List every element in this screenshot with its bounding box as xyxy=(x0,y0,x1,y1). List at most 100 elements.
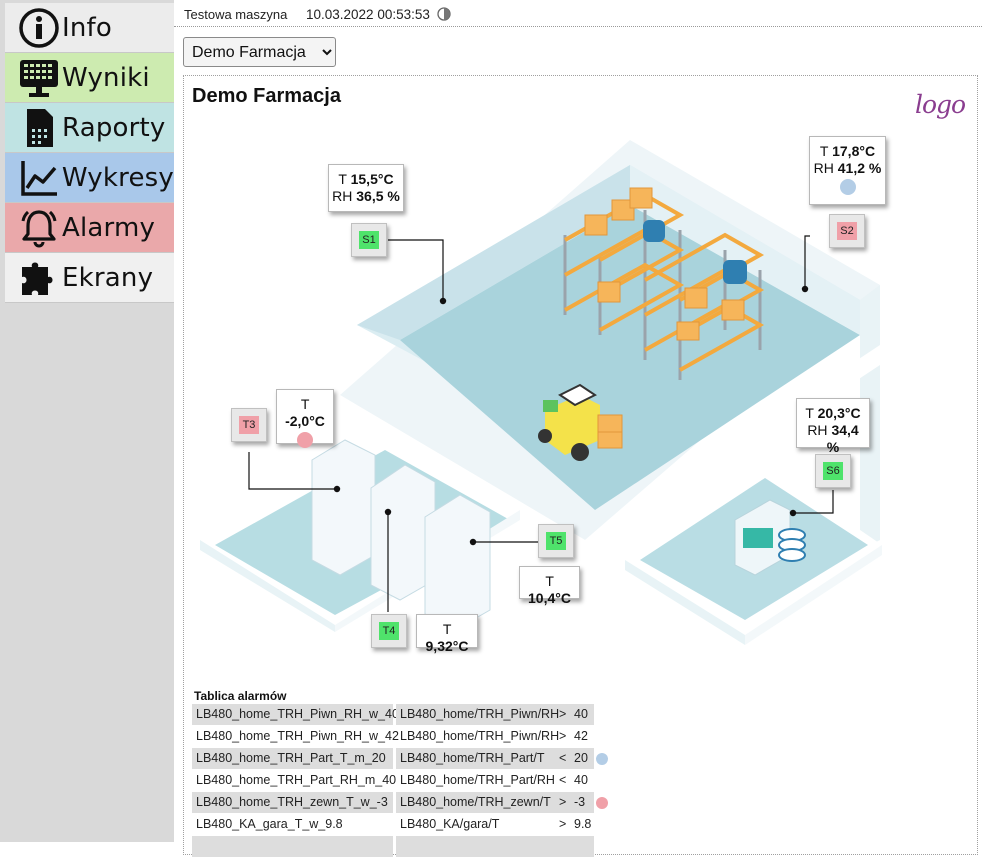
alarm-operator: > xyxy=(559,795,567,809)
temp-label: T xyxy=(805,405,814,421)
alarm-name: LB480_home_TRH_zewn_T_w_-3 xyxy=(192,792,393,813)
sensor-s1-tag[interactable]: S1 xyxy=(351,223,387,257)
alarm-name xyxy=(192,836,393,857)
sensor-s6-temp: 20,3°C xyxy=(817,405,861,421)
rh-label: RH xyxy=(813,160,834,176)
alarm-source xyxy=(396,836,594,857)
status-indicator-dot xyxy=(297,432,313,448)
alarm-indicator-dot xyxy=(596,731,608,743)
puzzle-icon xyxy=(17,256,61,300)
alarm-operator: > xyxy=(559,729,567,743)
sidebar: Info Wyniki xyxy=(0,0,174,842)
alarm-threshold: 42 xyxy=(574,729,588,743)
alarm-source: LB480_home/TRH_Piwn/RH xyxy=(400,729,560,743)
alarm-source: LB480_home/TRH_zewn/T xyxy=(396,792,594,813)
sidebar-item-raporty[interactable]: Raporty xyxy=(5,103,174,153)
sensor-t3-tag[interactable]: T3 xyxy=(231,408,267,442)
sensor-s1-rh: 36,5 % xyxy=(356,188,400,204)
sensor-s2-tag[interactable]: S2 xyxy=(829,214,865,248)
sidebar-item-label: Info xyxy=(62,12,113,43)
sensor-t4-temp: 9,32°C xyxy=(425,638,469,654)
sensor-s6-readout: T 20,3°C RH 34,4 % xyxy=(796,398,870,455)
sensor-t4-readout: T 9,32°C xyxy=(416,614,478,654)
alarm-threshold: 40 xyxy=(574,707,588,721)
alarm-indicator-dot xyxy=(596,709,608,721)
datetime: 10.03.2022 00:53:53 xyxy=(306,7,430,22)
header-bar: Testowa maszyna 10.03.2022 00:53:53 xyxy=(174,0,982,27)
chart-icon xyxy=(17,156,61,200)
temp-label: T xyxy=(545,573,554,589)
machine-name: Testowa maszyna xyxy=(184,7,288,22)
sidebar-item-wyniki[interactable]: Wyniki xyxy=(5,53,174,103)
alarm-threshold: -3 xyxy=(574,795,586,809)
alarm-source: LB480_KA/gara/T xyxy=(400,817,500,831)
sensor-s6-rh: 34,4 % xyxy=(826,422,859,455)
sensor-t5-temp: 10,4°C xyxy=(528,590,571,606)
screen-select[interactable]: Demo Farmacja xyxy=(183,37,336,67)
sensor-leader-lines xyxy=(248,235,834,612)
sensor-tag-label: T4 xyxy=(379,622,399,640)
forklift xyxy=(538,383,623,461)
temp-label: T xyxy=(300,396,310,412)
sidebar-item-label: Wyniki xyxy=(62,62,150,93)
monitor-icon xyxy=(17,56,61,100)
alarm-table-title: Tablica alarmów xyxy=(194,689,287,703)
temp-label: T xyxy=(819,143,829,159)
sidebar-item-label: Ekrany xyxy=(62,262,154,293)
sidebar-item-label: Wykresy xyxy=(61,162,174,193)
sensor-tag-label: T3 xyxy=(239,416,259,434)
sensor-anchor-dots xyxy=(333,285,809,546)
alarm-name: LB480_KA_gara_T_w_9.8 xyxy=(196,817,343,831)
sensor-s2-rh: 41,2 % xyxy=(837,160,882,176)
alarm-operator: > xyxy=(559,817,567,831)
alarm-threshold: 40 xyxy=(574,773,588,787)
rh-label: RH xyxy=(807,422,828,438)
alarm-operator: > xyxy=(559,707,567,721)
sensor-tag-label: S1 xyxy=(359,231,379,249)
panel-title: Demo Farmacja xyxy=(192,85,341,107)
bell-icon xyxy=(17,206,61,250)
alarm-indicator-dot xyxy=(596,819,608,831)
half-moon-icon xyxy=(437,7,451,24)
sidebar-item-info[interactable]: Info xyxy=(5,3,174,53)
sensor-t5-tag[interactable]: T5 xyxy=(538,524,574,558)
sensor-s2-readout: T 17,8°C RH 41,2 % xyxy=(809,136,886,205)
info-icon xyxy=(17,6,61,50)
alarm-indicator-dot xyxy=(596,753,608,765)
alarm-operator: < xyxy=(559,751,567,765)
rh-label: RH xyxy=(332,188,353,204)
alarm-threshold: 9.8 xyxy=(574,817,592,831)
sensor-tag-label: T5 xyxy=(546,532,566,550)
alarm-source: LB480_home/TRH_Part/RH xyxy=(400,773,555,787)
sidebar-item-label: Alarmy xyxy=(62,212,156,243)
sidebar-item-alarmy[interactable]: Alarmy xyxy=(5,203,174,253)
sensor-s1-readout: T 15,5°C RH 36,5 % xyxy=(328,164,404,212)
alarm-source: LB480_home/TRH_Piwn/RH xyxy=(396,704,594,725)
report-icon xyxy=(17,106,61,150)
alarm-indicator-dot xyxy=(596,797,608,809)
alarm-name: LB480_home_TRH_Part_RH_m_40 xyxy=(196,773,397,787)
sensor-s2-temp: 17,8°C xyxy=(832,143,876,159)
temp-label: T xyxy=(442,621,452,637)
sensor-t5-readout: T 10,4°C xyxy=(519,566,580,606)
sensor-s6-tag[interactable]: S6 xyxy=(815,454,851,488)
logo: logo xyxy=(915,90,966,119)
alarm-threshold: 20 xyxy=(574,751,588,765)
sidebar-item-wykresy[interactable]: Wykresy xyxy=(5,153,174,203)
storage-racks xyxy=(563,187,765,380)
alarm-name: LB480_home_TRH_Part_T_m_20 xyxy=(192,748,393,769)
sensor-t3-temp: -2,0°C xyxy=(285,413,325,429)
fridge-units xyxy=(311,439,491,631)
sidebar-item-ekrany[interactable]: Ekrany xyxy=(5,253,174,303)
sensor-t3-readout: T -2,0°C xyxy=(276,389,334,448)
status-indicator-dot xyxy=(839,179,856,195)
alarm-name: LB480_home_TRH_Piwn_RH_w_42 xyxy=(196,729,399,743)
temp-label: T xyxy=(338,171,347,187)
alarm-name: LB480_home_TRH_Piwn_RH_w_40 xyxy=(192,704,399,725)
alarm-operator: < xyxy=(559,773,567,787)
sidebar-item-label: Raporty xyxy=(62,112,166,143)
sensor-t4-tag[interactable]: T4 xyxy=(371,614,407,648)
alarm-source: LB480_home/TRH_Part/T xyxy=(396,748,594,769)
alarm-indicator-dot xyxy=(596,775,608,787)
